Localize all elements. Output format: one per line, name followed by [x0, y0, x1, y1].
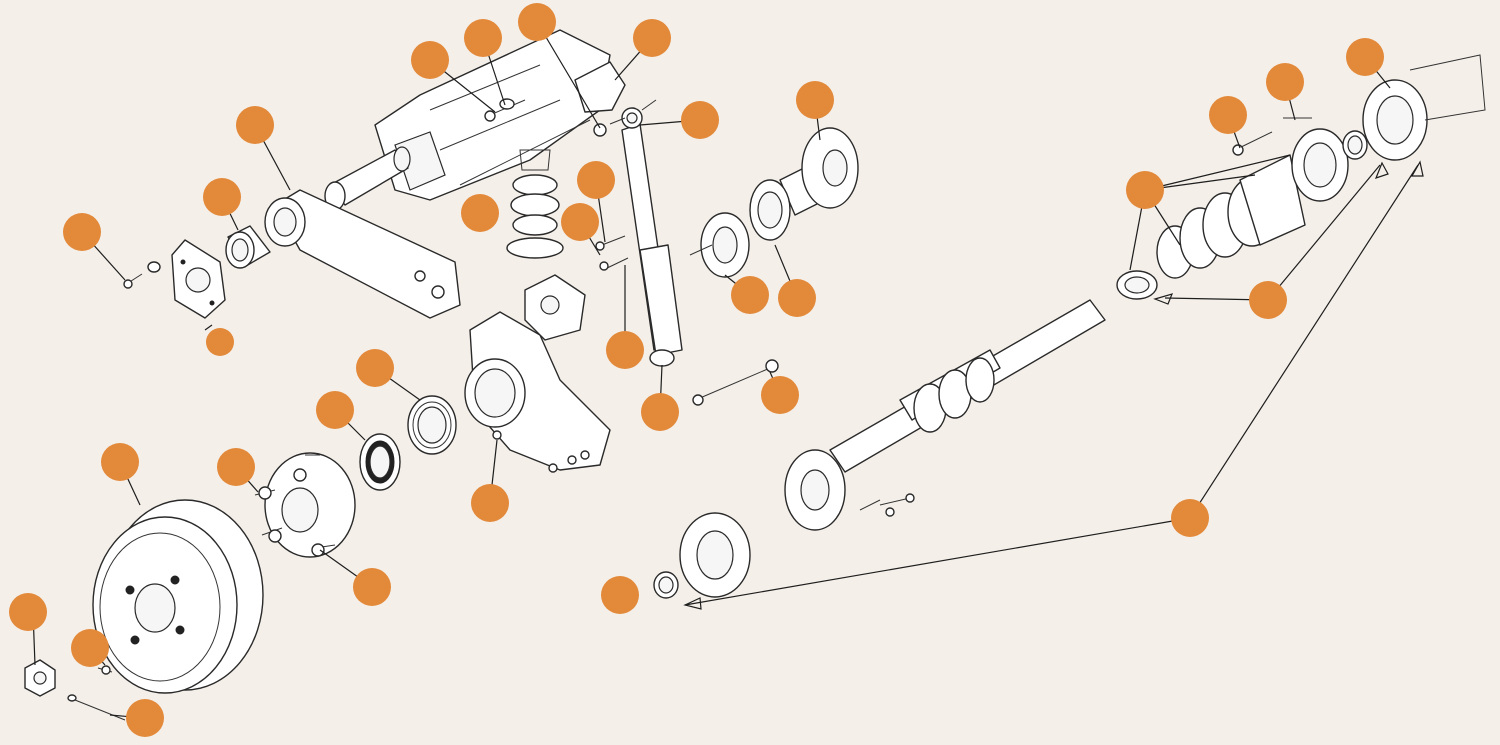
callout-dot [464, 19, 502, 57]
top-mount-part [574, 61, 626, 137]
split-pin-part [67, 665, 126, 721]
hub-flange-part [254, 452, 356, 558]
callout-dot [1171, 499, 1209, 537]
callout-dots [9, 3, 1384, 737]
cv-joint-left-part [679, 512, 751, 598]
callout-dot [316, 391, 354, 429]
callout-dot [1126, 171, 1164, 209]
cover-plate-part [171, 239, 226, 319]
callout-dot [236, 106, 274, 144]
callout-dot [63, 213, 101, 251]
callout-dot [461, 194, 499, 232]
clamp-part [1116, 270, 1158, 300]
brake-drum-part [92, 499, 264, 694]
cv-housing-part [1291, 128, 1349, 202]
trailing-arm-part [264, 189, 461, 319]
callout-dot [518, 3, 556, 41]
callout-dot [731, 276, 769, 314]
callout-dot [778, 279, 816, 317]
callout-dot [1346, 38, 1384, 76]
callout-dot [203, 178, 241, 216]
callout-dot [796, 81, 834, 119]
bolt-washer-left [123, 261, 161, 289]
callout-dot [577, 161, 615, 199]
outer-flange-part [784, 449, 915, 531]
driveshaft-part [829, 299, 1106, 473]
output-flange-part [779, 127, 859, 216]
nut-washer-small [548, 235, 629, 473]
bracket-part [524, 274, 586, 341]
shock-absorber-part [609, 99, 683, 367]
bump-stop-part [506, 149, 564, 259]
bolt-right-part [1232, 117, 1312, 156]
bearing-part [407, 395, 457, 455]
callout-dot [561, 203, 599, 241]
callout-dot [353, 568, 391, 606]
callout-dot [356, 349, 394, 387]
callout-dot [217, 448, 255, 486]
callout-dot [1209, 96, 1247, 134]
callout-dot [126, 699, 164, 737]
inner-cv-boot-part [1156, 154, 1306, 279]
bushing-part [225, 225, 271, 269]
callout-dot [471, 484, 509, 522]
clip-right-part [1342, 130, 1368, 160]
diff-bearing-part [689, 179, 791, 278]
callout-dot [641, 393, 679, 431]
callout-dot [9, 593, 47, 631]
callout-dot [601, 576, 639, 614]
callout-dot [681, 101, 719, 139]
callout-dot [633, 19, 671, 57]
hub-carrier-part [464, 311, 611, 471]
callout-dot [71, 629, 109, 667]
cv-joint-right-part [1362, 54, 1486, 161]
castle-nut-part [24, 659, 56, 697]
callout-dot [761, 376, 799, 414]
callout-dot [1266, 63, 1304, 101]
callout-dot [101, 443, 139, 481]
seal-part [359, 433, 401, 491]
long-bolt-part [692, 359, 779, 406]
callout-dot [411, 41, 449, 79]
clip-left-part [653, 571, 679, 599]
callout-dot [1249, 281, 1287, 319]
callout-dot [206, 328, 234, 356]
callout-dot [606, 331, 644, 369]
